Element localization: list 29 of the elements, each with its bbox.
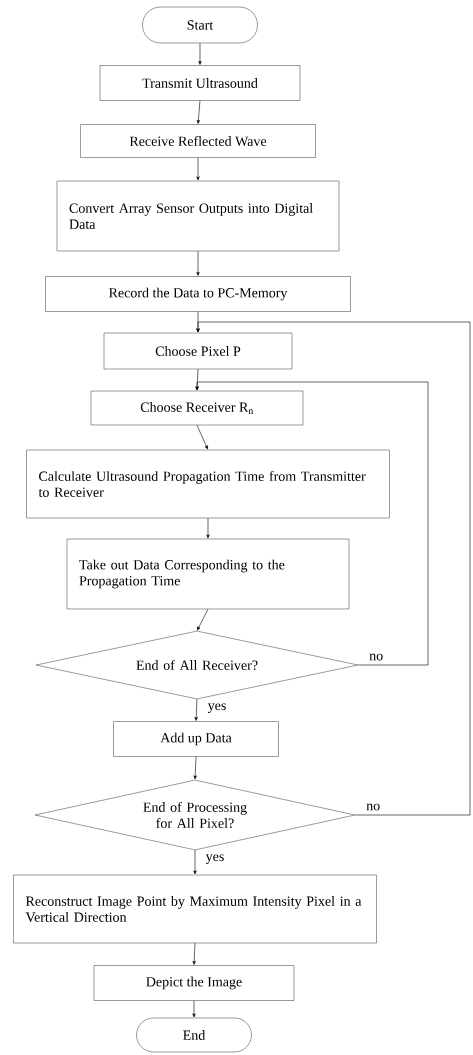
process-box: Receive Reflected Wave (80, 124, 316, 158)
edge-label: yes (206, 702, 228, 714)
process-box: Calculate Ultrasound Propagation Time from Transmitter to Receiver (26, 449, 390, 519)
process-box: Reconstruct Image Point by Maximum Intensity Pixel in a Vertical Direction (13, 874, 377, 944)
arrow (196, 157, 200, 181)
arrow (196, 321, 471, 816)
process-box: Transmit Ultrasound (99, 65, 301, 101)
edge-label: yes (204, 853, 226, 865)
arrow (196, 100, 201, 124)
arrow (196, 424, 208, 450)
arrow (194, 698, 198, 721)
arrow (195, 381, 429, 666)
arrow (197, 608, 209, 631)
arrow (193, 756, 197, 780)
process-box: Add up Data (113, 721, 279, 757)
process-box: Choose Pixel P (103, 332, 293, 370)
arrow (206, 517, 210, 539)
edge-label: no (365, 802, 382, 812)
process-box: Choose Receiver R$_{n}$ (90, 390, 304, 426)
edge-label: no (368, 652, 385, 662)
arrow (192, 942, 196, 965)
arrow (193, 849, 197, 875)
process-box: Take out Data Corresponding to the Propagation Time (66, 538, 350, 610)
arrow (192, 1000, 196, 1018)
process-box: Depict the Image (93, 965, 295, 1001)
arrow (196, 250, 200, 276)
process-box: Record the Data to PC-Memory (45, 276, 351, 312)
arrow (198, 42, 202, 65)
process-box: Convert Array Sensor Outputs into Digital Data (56, 180, 340, 252)
